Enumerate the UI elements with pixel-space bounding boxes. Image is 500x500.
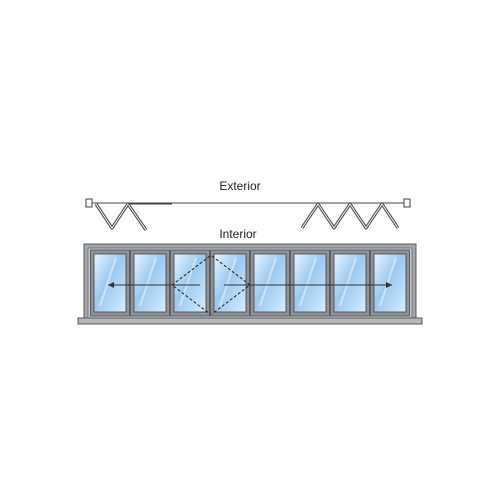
door-panel-glass	[213, 253, 247, 313]
door-panel-glass	[373, 253, 407, 313]
elevation-view	[77, 243, 423, 325]
glass-reflection	[219, 257, 237, 307]
plan-right-folded-panels	[300, 202, 400, 230]
door-panel-glass	[93, 253, 127, 313]
plan-left-folded-panels	[94, 202, 148, 231]
glass-reflection	[339, 257, 357, 307]
exterior-label: Exterior	[219, 179, 260, 193]
glass-reflection	[139, 257, 157, 307]
plan-right-jamb	[403, 198, 411, 208]
plan-view: Exterior Interior	[85, 179, 411, 241]
plan-left-jamb	[85, 198, 93, 208]
door-panel-glass	[293, 253, 327, 313]
door-panels	[90, 249, 410, 317]
door-panel-glass	[253, 253, 287, 313]
door-sill	[77, 317, 423, 325]
interior-label: Interior	[219, 227, 256, 241]
glass-reflection	[299, 257, 317, 307]
glass-reflection	[259, 257, 277, 307]
door-panel-glass	[333, 253, 367, 313]
door-panel-glass	[133, 253, 167, 313]
glass-reflection	[179, 257, 197, 307]
